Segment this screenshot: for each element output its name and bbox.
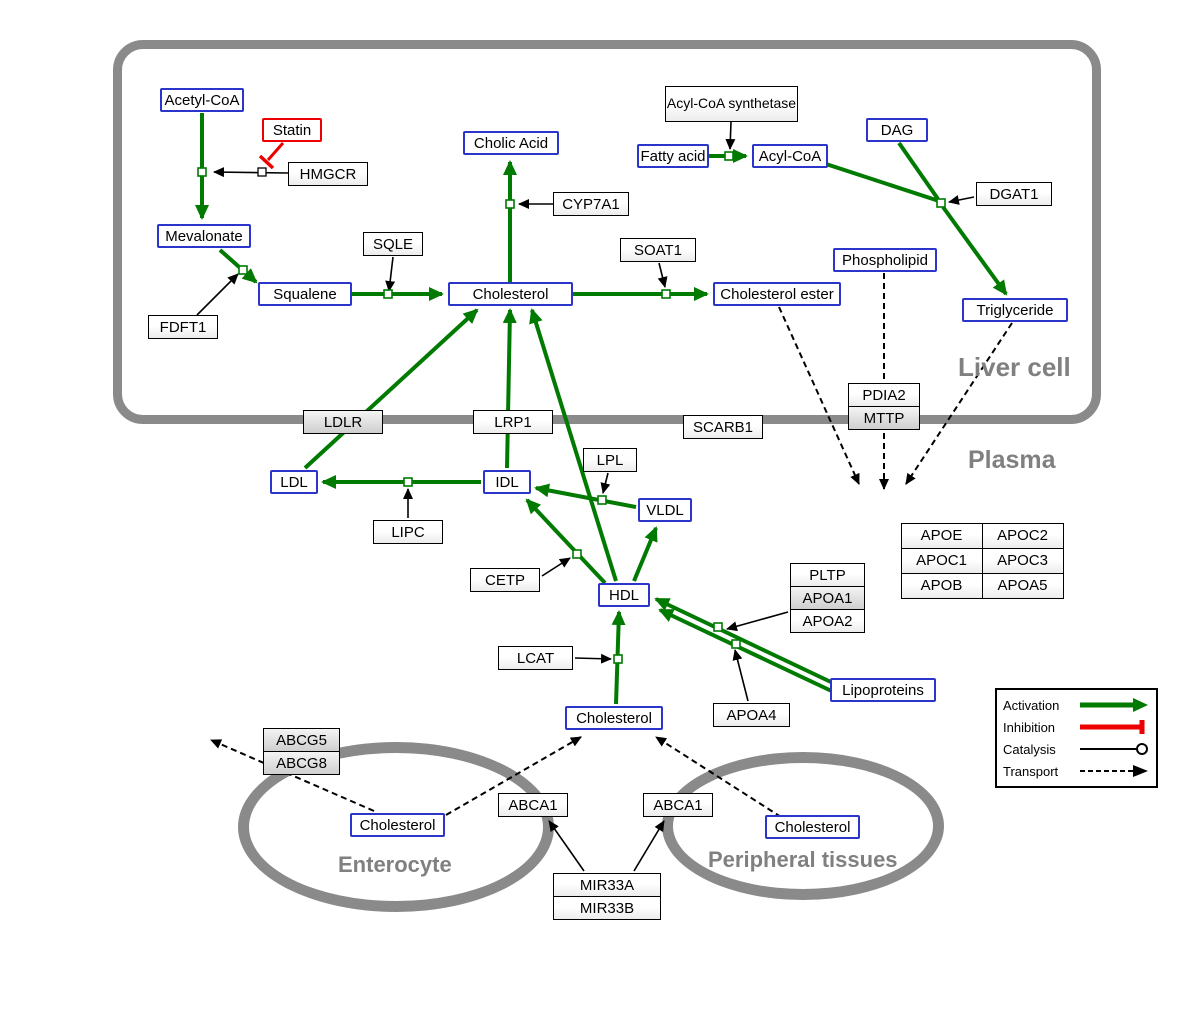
node-lpl[interactable]: LPL bbox=[583, 448, 637, 472]
node-cholesterol-enterocyte[interactable]: Cholesterol bbox=[350, 813, 445, 837]
node-ldl[interactable]: LDL bbox=[270, 470, 318, 494]
node-lcat[interactable]: LCAT bbox=[498, 646, 573, 670]
legend-row-inhibition: Inhibition bbox=[1003, 716, 1150, 738]
legend-row-activation: Activation bbox=[1003, 694, 1150, 716]
node-statin[interactable]: Statin bbox=[262, 118, 322, 142]
node-acetyl-coa[interactable]: Acetyl-CoA bbox=[160, 88, 244, 112]
node-fatty-acid[interactable]: Fatty acid bbox=[637, 144, 709, 168]
node-dag[interactable]: DAG bbox=[866, 118, 928, 142]
node-ldlr[interactable]: LDLR bbox=[303, 410, 383, 434]
node-mevalonate[interactable]: Mevalonate bbox=[157, 224, 251, 248]
node-hmgcr[interactable]: HMGCR bbox=[288, 162, 368, 186]
peripheral-tissues-compartment bbox=[662, 752, 944, 900]
inhibition-tee-icon bbox=[1080, 720, 1145, 734]
legend-row-transport: Transport bbox=[1003, 760, 1150, 782]
node-acyl-coa[interactable]: Acyl-CoA bbox=[752, 144, 828, 168]
node-apoa2[interactable]: APOA2 bbox=[790, 609, 865, 633]
node-lipc[interactable]: LIPC bbox=[373, 520, 443, 544]
legend-transport-label: Transport bbox=[1003, 763, 1059, 779]
enterocyte-label: Enterocyte bbox=[338, 852, 452, 877]
node-dgat1[interactable]: DGAT1 bbox=[976, 182, 1052, 206]
node-abcg5[interactable]: ABCG5 bbox=[263, 728, 340, 752]
node-apoa5[interactable]: APOA5 bbox=[981, 572, 1064, 599]
node-lipoproteins[interactable]: Lipoproteins bbox=[830, 678, 936, 702]
apolipoprotein-table: APOE APOC2 APOC1 APOC3 APOB APOA5 bbox=[900, 522, 1064, 599]
node-abca1-peripheral[interactable]: ABCA1 bbox=[643, 793, 713, 817]
node-apoa4[interactable]: APOA4 bbox=[713, 703, 790, 727]
node-fdft1[interactable]: FDFT1 bbox=[148, 315, 218, 339]
legend-activation-label: Activation bbox=[1003, 697, 1060, 713]
node-squalene[interactable]: Squalene bbox=[258, 282, 352, 306]
node-pltp[interactable]: PLTP bbox=[790, 563, 865, 587]
node-abca1-enterocyte[interactable]: ABCA1 bbox=[498, 793, 568, 817]
node-triglyceride[interactable]: Triglyceride bbox=[962, 298, 1068, 322]
node-mir33a[interactable]: MIR33A bbox=[553, 873, 661, 897]
node-apob[interactable]: APOB bbox=[900, 572, 983, 599]
node-cholesterol-plasma[interactable]: Cholesterol bbox=[565, 706, 663, 730]
legend-catalysis-label: Catalysis bbox=[1003, 741, 1056, 757]
plasma-label: Plasma bbox=[968, 446, 1056, 474]
legend-box: Activation Inhibition Catalysis Transpor… bbox=[995, 688, 1158, 788]
node-abcg8[interactable]: ABCG8 bbox=[263, 751, 340, 775]
node-cetp[interactable]: CETP bbox=[470, 568, 540, 592]
node-scarb1[interactable]: SCARB1 bbox=[683, 415, 763, 439]
node-acyl-coa-synthetase[interactable]: Acyl-CoA synthetase bbox=[665, 86, 798, 122]
node-cyp7a1[interactable]: CYP7A1 bbox=[553, 192, 629, 216]
node-apoe[interactable]: APOE bbox=[900, 522, 983, 549]
node-cholesterol-ester[interactable]: Cholesterol ester bbox=[713, 282, 841, 306]
node-soat1[interactable]: SOAT1 bbox=[620, 238, 696, 262]
legend-inhibition-label: Inhibition bbox=[1003, 719, 1056, 735]
legend-row-catalysis: Catalysis bbox=[1003, 738, 1150, 760]
node-pdia2[interactable]: PDIA2 bbox=[848, 383, 920, 407]
node-apoa1[interactable]: APOA1 bbox=[790, 586, 865, 610]
node-idl[interactable]: IDL bbox=[483, 470, 531, 494]
node-sqle[interactable]: SQLE bbox=[363, 232, 423, 256]
node-cholic-acid[interactable]: Cholic Acid bbox=[463, 131, 559, 155]
transport-arrow-icon bbox=[1080, 765, 1148, 777]
node-cholesterol-peripheral[interactable]: Cholesterol bbox=[765, 815, 860, 839]
node-phospholipid[interactable]: Phospholipid bbox=[833, 248, 937, 272]
node-vldl[interactable]: VLDL bbox=[638, 498, 692, 522]
node-hdl[interactable]: HDL bbox=[598, 583, 650, 607]
liver-cell-compartment bbox=[113, 40, 1101, 424]
peripheral-tissues-label: Peripheral tissues bbox=[708, 847, 898, 872]
catalysis-circle-icon bbox=[1080, 743, 1148, 755]
node-cholesterol-liver[interactable]: Cholesterol bbox=[448, 282, 573, 306]
node-mir33b[interactable]: MIR33B bbox=[553, 896, 661, 920]
node-apoc1[interactable]: APOC1 bbox=[900, 547, 983, 574]
node-apoc3[interactable]: APOC3 bbox=[981, 547, 1064, 574]
node-lrp1[interactable]: LRP1 bbox=[473, 410, 553, 434]
node-apoc2[interactable]: APOC2 bbox=[981, 522, 1064, 549]
node-mttp[interactable]: MTTP bbox=[848, 406, 920, 430]
activation-arrow-icon bbox=[1080, 698, 1148, 712]
liver-cell-label: Liver cell bbox=[958, 352, 1071, 382]
